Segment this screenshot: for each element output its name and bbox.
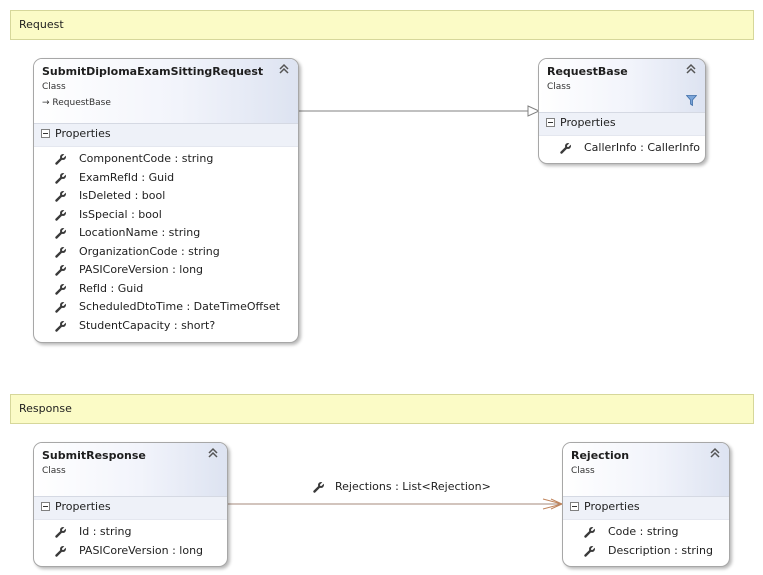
property-item[interactable]: RefId : Guid [34,280,298,299]
wrench-icon [55,301,67,313]
property-item[interactable]: StudentCapacity : short? [34,317,298,336]
wrench-icon [560,142,572,154]
compartment-label: Properties [560,116,616,129]
wrench-icon [55,246,67,258]
collapse-toggle-icon[interactable] [546,118,555,127]
class-name: SubmitResponse [42,449,146,462]
property-text: RefId : Guid [79,281,144,295]
property-text: ComponentCode : string [79,152,214,165]
property-text: Id : string [79,525,132,538]
collapse-toggle-icon[interactable] [41,129,50,138]
property-text: Code : string [608,525,679,538]
class-stereotype: Class [42,82,66,92]
property-text: PASICoreVersion : long [79,263,204,276]
compartment-label: Properties [55,127,111,140]
property-item[interactable]: PASICoreVersion : long [34,261,298,280]
wrench-icon [55,545,67,557]
property-list: CallerInfo : CallerInfo [539,136,705,158]
property-item[interactable]: Description : string [563,542,729,561]
class-rejection[interactable]: Rejection Class Properties Code : string… [562,442,730,567]
inheritance-arrow-icon: → [42,98,53,108]
property-item[interactable]: Code : string [563,523,729,542]
properties-compartment[interactable]: Properties [563,497,729,520]
inheritance-arrow-icon [527,105,541,117]
property-text: StudentCapacity : short? [79,318,216,332]
wrench-icon [55,227,67,239]
property-text: LocationName : string [79,226,201,239]
compartment-label: Properties [55,500,111,513]
properties-compartment[interactable]: Properties [34,124,298,147]
wrench-icon [55,320,67,332]
property-item[interactable]: LocationName : string [34,224,298,243]
collapse-toggle-icon[interactable] [570,502,579,511]
class-base: → RequestBase [42,98,111,108]
collapse-toggle-icon[interactable] [41,502,50,511]
class-header: SubmitResponse Class [34,443,227,497]
request-band-label: Request [19,18,64,31]
wrench-icon [55,264,67,276]
properties-compartment[interactable]: Properties [539,113,705,136]
class-header: RequestBase Class [539,59,705,113]
wrench-icon [55,153,67,165]
class-request-base[interactable]: RequestBase Class Properties CallerInfo … [538,58,706,164]
property-list: Code : string Description : string [563,520,729,560]
property-item[interactable]: ExamRefId : Guid [34,169,298,188]
property-text: Description : string [608,543,713,557]
property-item[interactable]: OrganizationCode : string [34,243,298,262]
class-stereotype: Class [547,82,571,92]
property-list: Id : string PASICoreVersion : long [34,520,227,560]
class-stereotype: Class [42,466,66,476]
property-item[interactable]: PASICoreVersion : long [34,542,227,561]
double-chevron-up-icon[interactable] [278,63,290,75]
compartment-label: Properties [584,500,640,513]
wrench-icon [313,481,325,493]
response-band-label: Response [19,402,72,415]
wrench-icon [55,209,67,221]
property-text: CallerInfo : CallerInfo [584,141,700,154]
property-text: ScheduledDtoTime : DateTimeOffset [79,300,280,313]
class-header: SubmitDiplomaExamSittingRequest Class → … [34,59,298,124]
response-band: Response [10,394,754,424]
class-name: RequestBase [547,65,628,78]
base-class-name: RequestBase [52,98,111,108]
class-submit-diploma-exam-sitting-request[interactable]: SubmitDiplomaExamSittingRequest Class → … [33,58,299,343]
wrench-icon [55,526,67,538]
property-text: PASICoreVersion : long [79,543,204,557]
association-label: Rejections : List<Rejection> [335,480,491,493]
class-header: Rejection Class [563,443,729,497]
property-text: IsDeleted : bool [79,189,166,202]
property-text: OrganizationCode : string [79,244,220,258]
property-list: ComponentCode : string ExamRefId : Guid … [34,147,298,335]
class-name: Rejection [571,449,630,462]
wrench-icon [584,545,596,557]
double-chevron-up-icon[interactable] [709,447,721,459]
properties-compartment[interactable]: Properties [34,497,227,520]
class-stereotype: Class [571,466,595,476]
property-item[interactable]: Id : string [34,523,227,542]
property-item[interactable]: CallerInfo : CallerInfo [539,139,705,158]
filter-icon[interactable] [686,95,697,106]
double-chevron-up-icon[interactable] [685,63,697,75]
property-text: IsSpecial : bool [79,207,162,221]
property-item[interactable]: ComponentCode : string [34,150,298,169]
wrench-icon [55,190,67,202]
wrench-icon [55,172,67,184]
class-submit-response[interactable]: SubmitResponse Class Properties Id : str… [33,442,228,567]
wrench-icon [55,283,67,295]
request-band: Request [10,10,754,40]
property-item[interactable]: IsDeleted : bool [34,187,298,206]
property-item[interactable]: IsSpecial : bool [34,206,298,225]
property-item[interactable]: ScheduledDtoTime : DateTimeOffset [34,298,298,317]
class-name: SubmitDiplomaExamSittingRequest [42,65,264,78]
double-chevron-up-icon[interactable] [207,447,219,459]
property-text: ExamRefId : Guid [79,170,175,184]
wrench-icon [584,526,596,538]
